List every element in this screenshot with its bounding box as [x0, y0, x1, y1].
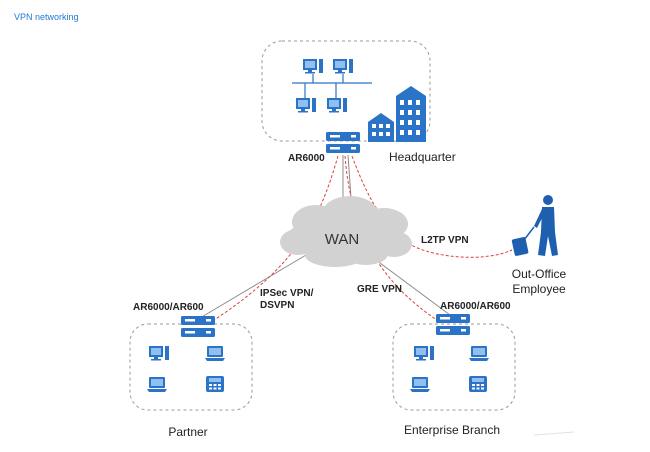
gre-vpn-label: GRE VPN [357, 284, 402, 295]
vpn-tunnel-ipsec [207, 155, 339, 325]
employee-label-line2: Employee [512, 282, 566, 296]
branch-router-label: AR6000/AR600 [440, 301, 511, 312]
divider-line [533, 431, 575, 436]
branch-site-box [392, 323, 516, 411]
desktop-pc-icon [303, 59, 323, 74]
hq-lan [292, 59, 372, 113]
desktop-pc-icon [327, 98, 347, 113]
laptop-icon [205, 346, 225, 361]
ip-phone-icon [469, 376, 487, 392]
ip-phone-icon [206, 376, 224, 392]
branch-site-label: Enterprise Branch [404, 423, 500, 437]
vpn-tunnel-gre [344, 155, 441, 323]
desktop-pc-icon [149, 346, 169, 361]
link-wan-branch [371, 256, 451, 316]
wan-label: WAN [325, 231, 359, 248]
diagram-caption: VPN networking [14, 12, 79, 22]
l2tp-vpn-label: L2TP VPN [421, 235, 469, 246]
ipsec-vpn-label-line2: DSVPN [260, 300, 294, 311]
hq-router-icon [326, 132, 360, 153]
desktop-pc-icon [296, 98, 316, 113]
hq-router-label: AR6000 [288, 153, 325, 164]
partner-router-icon [181, 316, 215, 337]
laptop-icon [147, 377, 167, 392]
ipsec-vpn-label-line1: IPSec VPN/ [260, 288, 314, 299]
headquarter-building-icon [368, 86, 426, 142]
hq-site-label: Headquarter [389, 150, 456, 164]
laptop-icon [469, 346, 489, 361]
vpn-tunnel-l2tp [351, 155, 513, 258]
wan-cloud [280, 196, 412, 267]
desktop-pc-icon [333, 59, 353, 74]
employee-label-line1: Out-Office [512, 267, 567, 281]
partner-router-label: AR6000/AR600 [133, 302, 204, 313]
link-wan-partner [199, 254, 307, 319]
out-office-employee-icon [511, 195, 558, 256]
desktop-pc-icon [414, 346, 434, 361]
laptop-icon [410, 377, 430, 392]
partner-site-label: Partner [168, 425, 207, 439]
